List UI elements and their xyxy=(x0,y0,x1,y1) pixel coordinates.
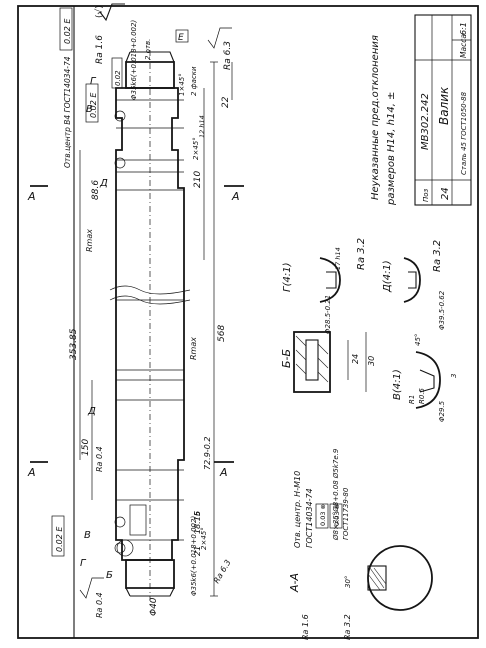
dim-d40: Φ40 xyxy=(149,597,159,616)
dim-17: 17 h14 xyxy=(334,247,342,270)
tolerance-notes: Неуказанные пред.отклонения размеров Н14… xyxy=(370,35,397,206)
datum-G-left: Г xyxy=(80,558,87,569)
R0-5-label: R0.5 xyxy=(418,387,426,404)
roughness-6-3-top: Ra 6.3 xyxy=(223,41,233,70)
perp-E-left: 0.02 E xyxy=(55,526,64,552)
title-block: МВ302.242 Валик Сталь 45 ГОСТ1050-88 Мас… xyxy=(414,14,472,206)
roughness-3-2-aa: Ra 3.2 xyxy=(343,614,352,640)
section-B-B: Б-Б 24 30 xyxy=(280,331,376,393)
note-line-1: Неуказанные пред.отклонения xyxy=(370,35,381,200)
cut-A-left-top: А xyxy=(27,190,36,203)
sym-frame-1: 0.03 ⊗ xyxy=(319,504,327,526)
drawing-number: МВ302.242 xyxy=(420,93,431,150)
thread-callout: Ø8×35°Ø8+0.08 Ø5k7e.9 xyxy=(332,448,340,541)
thread-standard: ГОСТ11739-80 xyxy=(342,487,350,540)
detail-G: Г(4:1) Ra 3.2 Φ28.5-0.21 17 h14 xyxy=(282,238,367,334)
rmax-label-2: Rmax xyxy=(189,337,198,360)
view-g-title: Г(4:1) xyxy=(282,263,293,292)
tolerance-frames: 0.02 E 0.02 E 0.02 E 0.02 Е В Г Д В Г Д … xyxy=(51,7,189,581)
cut-A-right-top: А xyxy=(231,190,240,203)
dim-88-6: 88.6 xyxy=(91,180,101,200)
roughness-3-2-g: Ra 3.2 xyxy=(356,238,367,270)
perp-E-top: 0.02 E xyxy=(63,18,72,44)
dim-d28-5: Φ28.5-0.21 xyxy=(324,295,332,334)
datum-Bb: Б xyxy=(106,570,113,581)
general-roughness: Ra 1.6 (√) xyxy=(94,3,125,64)
dim-150: 150 xyxy=(81,439,91,456)
shaft-main-view xyxy=(109,50,191,600)
note-line-2: размеров Н14, h14, ± xyxy=(386,92,397,206)
material-spec: Сталь 45 ГОСТ1050-88 xyxy=(460,91,468,175)
section-cut-markers: А А А А xyxy=(27,185,244,479)
roughness-3-2-d: Ra 3.2 xyxy=(432,240,443,272)
datum-B: В xyxy=(86,104,93,115)
dim-210: 210 xyxy=(193,171,203,188)
two-holes-note: 2 отв. xyxy=(144,39,152,60)
angle-30: 30° xyxy=(344,576,352,588)
chamfer-mid: 2×45° xyxy=(192,137,200,160)
sheet-frame xyxy=(17,5,479,639)
chamfer-top-count: 2 фаски xyxy=(190,66,198,96)
chamfer-top: 1×45° xyxy=(178,73,186,96)
roughness-6-3-bottom: Ra 6.3 xyxy=(212,558,233,585)
cut-A-left-bottom: А xyxy=(27,466,36,479)
position-number: 24 xyxy=(440,187,451,200)
section-bb-title: Б-Б xyxy=(280,349,293,368)
R1-label: R1 xyxy=(408,395,416,404)
mass-label: Масса xyxy=(459,34,468,58)
scale-value: 6:1 xyxy=(459,22,468,35)
datum-B-left: В xyxy=(84,530,91,541)
runout-tol-top: 0.02 E xyxy=(89,92,98,118)
center-hole-top: Отв.центр В4 ГОСТ14034-74 xyxy=(63,56,72,168)
general-roughness-value: Ra 1.6 xyxy=(95,35,105,64)
dim-22: 22 xyxy=(221,96,231,108)
dim-353-85: 353.85 xyxy=(69,328,79,360)
dim-18-15: 18.15 xyxy=(193,511,202,534)
detail-V: В(4:1) R1 R0.5 45° 3 Φ29.5 xyxy=(392,334,458,422)
dim-12: 12 h14 xyxy=(198,115,206,138)
position-label: Поз xyxy=(422,188,430,202)
dim-24: 24 xyxy=(351,354,360,364)
dim-d35-top: Φ35k6(+0.018+0.002) xyxy=(130,20,138,100)
section-aa-title: А-А xyxy=(288,573,301,593)
roughness-0-4-left: Ra 0.4 xyxy=(95,592,104,618)
datum-D: Д xyxy=(99,178,108,189)
dim-d29-5: Φ29.5 xyxy=(438,400,446,422)
center-hole-bottom-2: ГОСТ14034-74 xyxy=(305,488,314,548)
angle-45: 45° xyxy=(414,334,422,346)
roughness-0-4-top: Ra 0.4 xyxy=(95,446,104,472)
part-name: Валик xyxy=(437,86,451,125)
datum-G: Г xyxy=(90,76,97,87)
datum-D-left: Д xyxy=(87,406,96,417)
dim-3: 3 xyxy=(450,374,458,378)
detail-D: Д(4:1) Ra 3.2 Φ39.5-0.62 xyxy=(382,240,446,330)
chamfer-left: 2×45° xyxy=(200,527,208,550)
dim-30: 30 xyxy=(367,356,376,366)
dim-72-9: 72.9-0.2 xyxy=(203,437,212,470)
runout-tol-gb: 0.02 xyxy=(114,70,122,86)
section-A-A: А-А Ra 1.6 Ra 3.2 30° Ø8×35°Ø8+0.08 Ø5k7… xyxy=(288,448,433,640)
cut-A-right-bottom: А xyxy=(219,466,228,479)
dim-total-length: 568 xyxy=(217,325,227,342)
sym-frame-2: 0.03 ⊗ xyxy=(333,504,341,526)
dim-6: 6 xyxy=(193,511,202,516)
dim-d35-bottom: Φ35k6(+0.018+0.002) xyxy=(190,516,198,596)
datum-E: Е xyxy=(178,33,184,43)
general-roughness-check: (√) xyxy=(94,5,105,18)
dim-21: 21 xyxy=(193,546,202,556)
main-dimensions: 568 353.85 150 210 88.6 22 Ra 6.3 Φ40 Φ3… xyxy=(69,20,233,618)
roughness-1-6-aa: Ra 1.6 xyxy=(301,614,310,640)
center-hole-bottom-1: Отв. центр. Н-М10 xyxy=(293,471,302,548)
view-d-title: Д(4:1) xyxy=(382,260,393,293)
rmax-label-1: Rmax xyxy=(85,229,94,252)
view-v-title: В(4:1) xyxy=(392,369,403,400)
dim-d39-5: Φ39.5-0.62 xyxy=(438,290,446,330)
